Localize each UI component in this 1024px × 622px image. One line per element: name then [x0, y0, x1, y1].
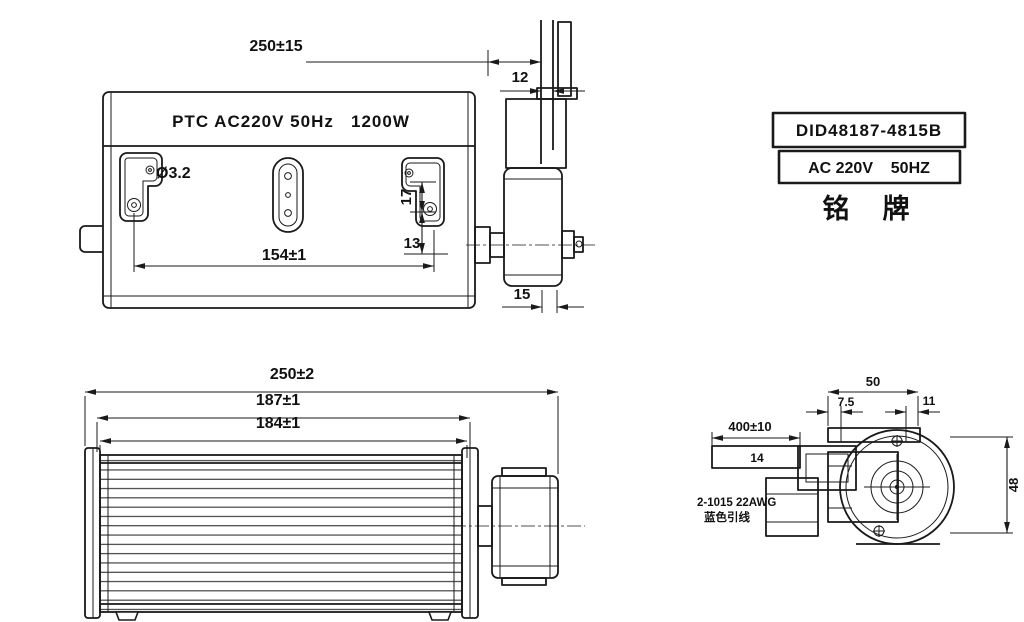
nameplate-rating-box [777, 149, 962, 185]
front-view: 250±2 187±1 184±1 [84, 366, 585, 621]
keyhole-slot-left [119, 152, 163, 222]
center-oval-slot [272, 157, 304, 233]
dim-lead-length: 250±15 [249, 38, 541, 76]
side-view: PTC AC220V 50Hz 1200W Ø3.2 [79, 20, 596, 313]
dim-17-label: 17 [398, 189, 415, 206]
motor-bottom-step [501, 577, 547, 586]
dim-7-5: 7.5 [806, 395, 863, 428]
wire-lead-rect [711, 445, 801, 469]
nameplate-rating: AC 220V 50HZ [808, 160, 930, 177]
motor-top-step [501, 467, 547, 477]
dim-overall: 250±2 [84, 366, 559, 474]
terminal-block [765, 445, 857, 537]
dim-14-label: 14 [750, 451, 764, 465]
mounting-bracket-vertical [557, 21, 572, 97]
dim-overall-label: 250±2 [270, 366, 314, 383]
dim-lead-length-label: 400±10 [728, 419, 771, 434]
dim-48-label: 48 [1006, 478, 1021, 492]
nameplate-model: DID48187-4815B [796, 121, 942, 140]
dim-lead-label: 250±15 [249, 38, 302, 55]
motor-assembly-side [466, 21, 596, 287]
fan-barrel-blades [99, 454, 463, 613]
wire-color-label: 蓝色引线 [704, 510, 750, 524]
dim-hole-diameter-label: Ø3.2 [156, 165, 191, 182]
dim-48: 48 [950, 436, 1021, 534]
dim-13-label: 13 [404, 235, 421, 252]
dim-187-label: 187±1 [256, 392, 300, 409]
screw-bottom [873, 525, 885, 537]
dim-15: 15 [502, 286, 584, 313]
dim-11: 11 [885, 394, 940, 428]
dim-7-5-label: 7.5 [838, 395, 855, 409]
dim-15-label: 15 [514, 286, 531, 303]
heater-body-outline [102, 91, 476, 309]
end-view: 50 7.5 11 48 400±10 [697, 374, 1021, 545]
dim-184: 184±1 [99, 415, 468, 458]
motor-shaft-end [573, 236, 584, 253]
nameplate: DID48187-4815B AC 220V 50HZ 铭 牌 [771, 111, 967, 224]
dim-154-label: 154±1 [262, 247, 306, 264]
fan-housing-top [505, 98, 567, 169]
wire-spec-label: 2-1015 22AWG [697, 497, 776, 509]
lead-wire-end-view: 400±10 14 [711, 419, 801, 469]
nameplate-model-box [771, 111, 967, 149]
motor-shaft [561, 230, 575, 259]
dim-17: 17 [398, 181, 436, 213]
motor-body-front [491, 475, 559, 579]
mounting-foot-right [427, 611, 453, 621]
motor-assembly-front [452, 467, 585, 586]
dim-154: 154±1 [133, 213, 435, 272]
heater-spec-label: PTC AC220V 50Hz 1200W [172, 112, 410, 131]
mounting-foot-left [114, 611, 140, 621]
dim-184-label: 184±1 [256, 415, 300, 432]
dim-187: 187±1 [96, 392, 471, 452]
dim-11-label: 11 [923, 394, 936, 408]
dim-50-label: 50 [866, 374, 880, 389]
dim-wire-gap-label: 12 [512, 69, 529, 86]
motor-housing-end [827, 427, 955, 545]
motor-body [503, 167, 563, 287]
lead-wires [540, 20, 554, 164]
left-mounting-tab [79, 225, 103, 253]
screw-top [891, 435, 903, 447]
dim-13: 13 [404, 212, 448, 255]
nameplate-caption: 铭 牌 [822, 194, 915, 224]
